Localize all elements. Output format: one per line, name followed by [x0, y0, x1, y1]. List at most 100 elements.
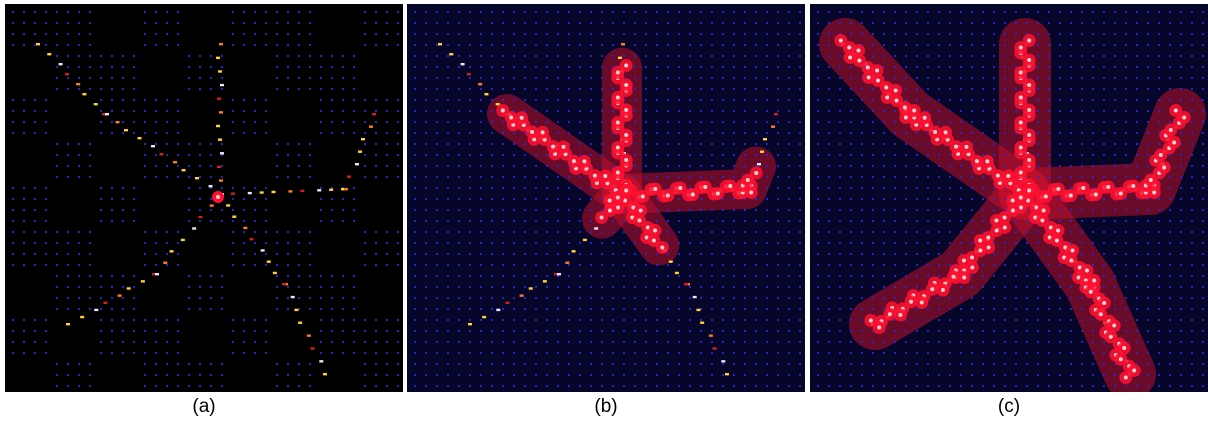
grid-dot: [110, 307, 114, 311]
grid-dot: [319, 340, 323, 344]
grid-dot: [165, 230, 169, 234]
grid-dot: [468, 186, 472, 190]
grid-dot: [992, 153, 996, 157]
spark: [209, 204, 214, 207]
grid-dot: [882, 230, 886, 234]
grid-dot: [209, 54, 213, 58]
grid-dot: [198, 153, 202, 157]
grid-dot: [1201, 340, 1205, 344]
grid-dot: [534, 65, 538, 69]
grid-dot: [1102, 241, 1106, 245]
grid-dot: [512, 87, 516, 91]
grid-dot: [1201, 153, 1205, 157]
grid-dot: [688, 164, 692, 168]
grid-dot: [165, 362, 169, 366]
grid-dot: [374, 318, 378, 322]
grid-dot: [849, 329, 853, 333]
grid-dot: [77, 54, 81, 58]
grid-dot: [970, 296, 974, 300]
grid-dot: [187, 153, 191, 157]
grid-dot: [827, 98, 831, 102]
grid-dot: [743, 98, 747, 102]
grid-dot: [1157, 120, 1161, 124]
grid-dot: [926, 373, 930, 377]
grid-dot: [66, 76, 70, 80]
grid-dot: [396, 131, 400, 135]
grid-dot: [1179, 164, 1183, 168]
grid-dot: [1190, 329, 1194, 333]
grid-dot: [959, 318, 963, 322]
node-core: [887, 312, 892, 317]
grid-dot: [435, 362, 439, 366]
grid-dot: [534, 263, 538, 267]
grid-dot: [699, 362, 703, 366]
grid-dot: [937, 87, 941, 91]
grid-dot: [860, 307, 864, 311]
grid-dot: [556, 329, 560, 333]
grid-dot: [1102, 252, 1106, 256]
grid-dot: [948, 208, 952, 212]
grid-dot: [1190, 274, 1194, 278]
grid-dot: [666, 186, 670, 190]
grid-dot: [424, 230, 428, 234]
grid-dot: [644, 340, 648, 344]
grid-dot: [209, 175, 213, 179]
grid-dot: [959, 384, 963, 388]
grid-dot: [1124, 197, 1128, 201]
grid-dot: [545, 307, 549, 311]
grid-dot: [754, 351, 758, 355]
grid-dot: [1113, 296, 1117, 300]
grid-dot: [677, 197, 681, 201]
grid-dot: [1179, 263, 1183, 267]
grid-dot: [22, 120, 26, 124]
grid-dot: [424, 131, 428, 135]
grid-dot: [1025, 230, 1029, 234]
grid-dot: [926, 10, 930, 14]
grid-dot: [1014, 87, 1018, 91]
grid-dot: [915, 175, 919, 179]
grid-dot: [275, 263, 279, 267]
node-core: [943, 130, 948, 135]
grid-dot: [66, 10, 70, 14]
grid-dot: [1080, 87, 1084, 91]
grid-dot: [457, 54, 461, 58]
grid-dot: [849, 120, 853, 124]
grid-dot: [666, 230, 670, 234]
grid-dot: [904, 142, 908, 146]
grid-dot: [710, 153, 714, 157]
grid-dot: [798, 197, 802, 201]
grid-dot: [1113, 109, 1117, 113]
spark: [460, 63, 465, 66]
grid-dot: [644, 164, 648, 168]
grid-dot: [787, 252, 791, 256]
grid-dot: [860, 373, 864, 377]
grid-dot: [501, 197, 505, 201]
node-core: [638, 208, 643, 213]
grid-dot: [860, 230, 864, 234]
grid-dot: [743, 351, 747, 355]
grid-dot: [1135, 65, 1139, 69]
grid-dot: [937, 186, 941, 190]
grid-dot: [578, 21, 582, 25]
grid-dot: [1003, 164, 1007, 168]
grid-dot: [523, 230, 527, 234]
grid-dot: [787, 296, 791, 300]
grid-dot: [231, 197, 235, 201]
grid-dot: [743, 307, 747, 311]
grid-dot: [55, 164, 59, 168]
grid-dot: [688, 208, 692, 212]
grid-dot: [468, 307, 472, 311]
spark: [103, 301, 108, 304]
grid-dot: [424, 153, 428, 157]
grid-dot: [959, 241, 963, 245]
grid-dot: [688, 54, 692, 58]
grid-dot: [385, 98, 389, 102]
grid-dot: [1047, 65, 1051, 69]
grid-dot: [1047, 142, 1051, 146]
grid-dot: [710, 43, 714, 47]
grid-dot: [187, 296, 191, 300]
grid-dot: [754, 131, 758, 135]
grid-dot: [198, 219, 202, 223]
grid-dot: [816, 296, 820, 300]
grid-dot: [871, 307, 875, 311]
